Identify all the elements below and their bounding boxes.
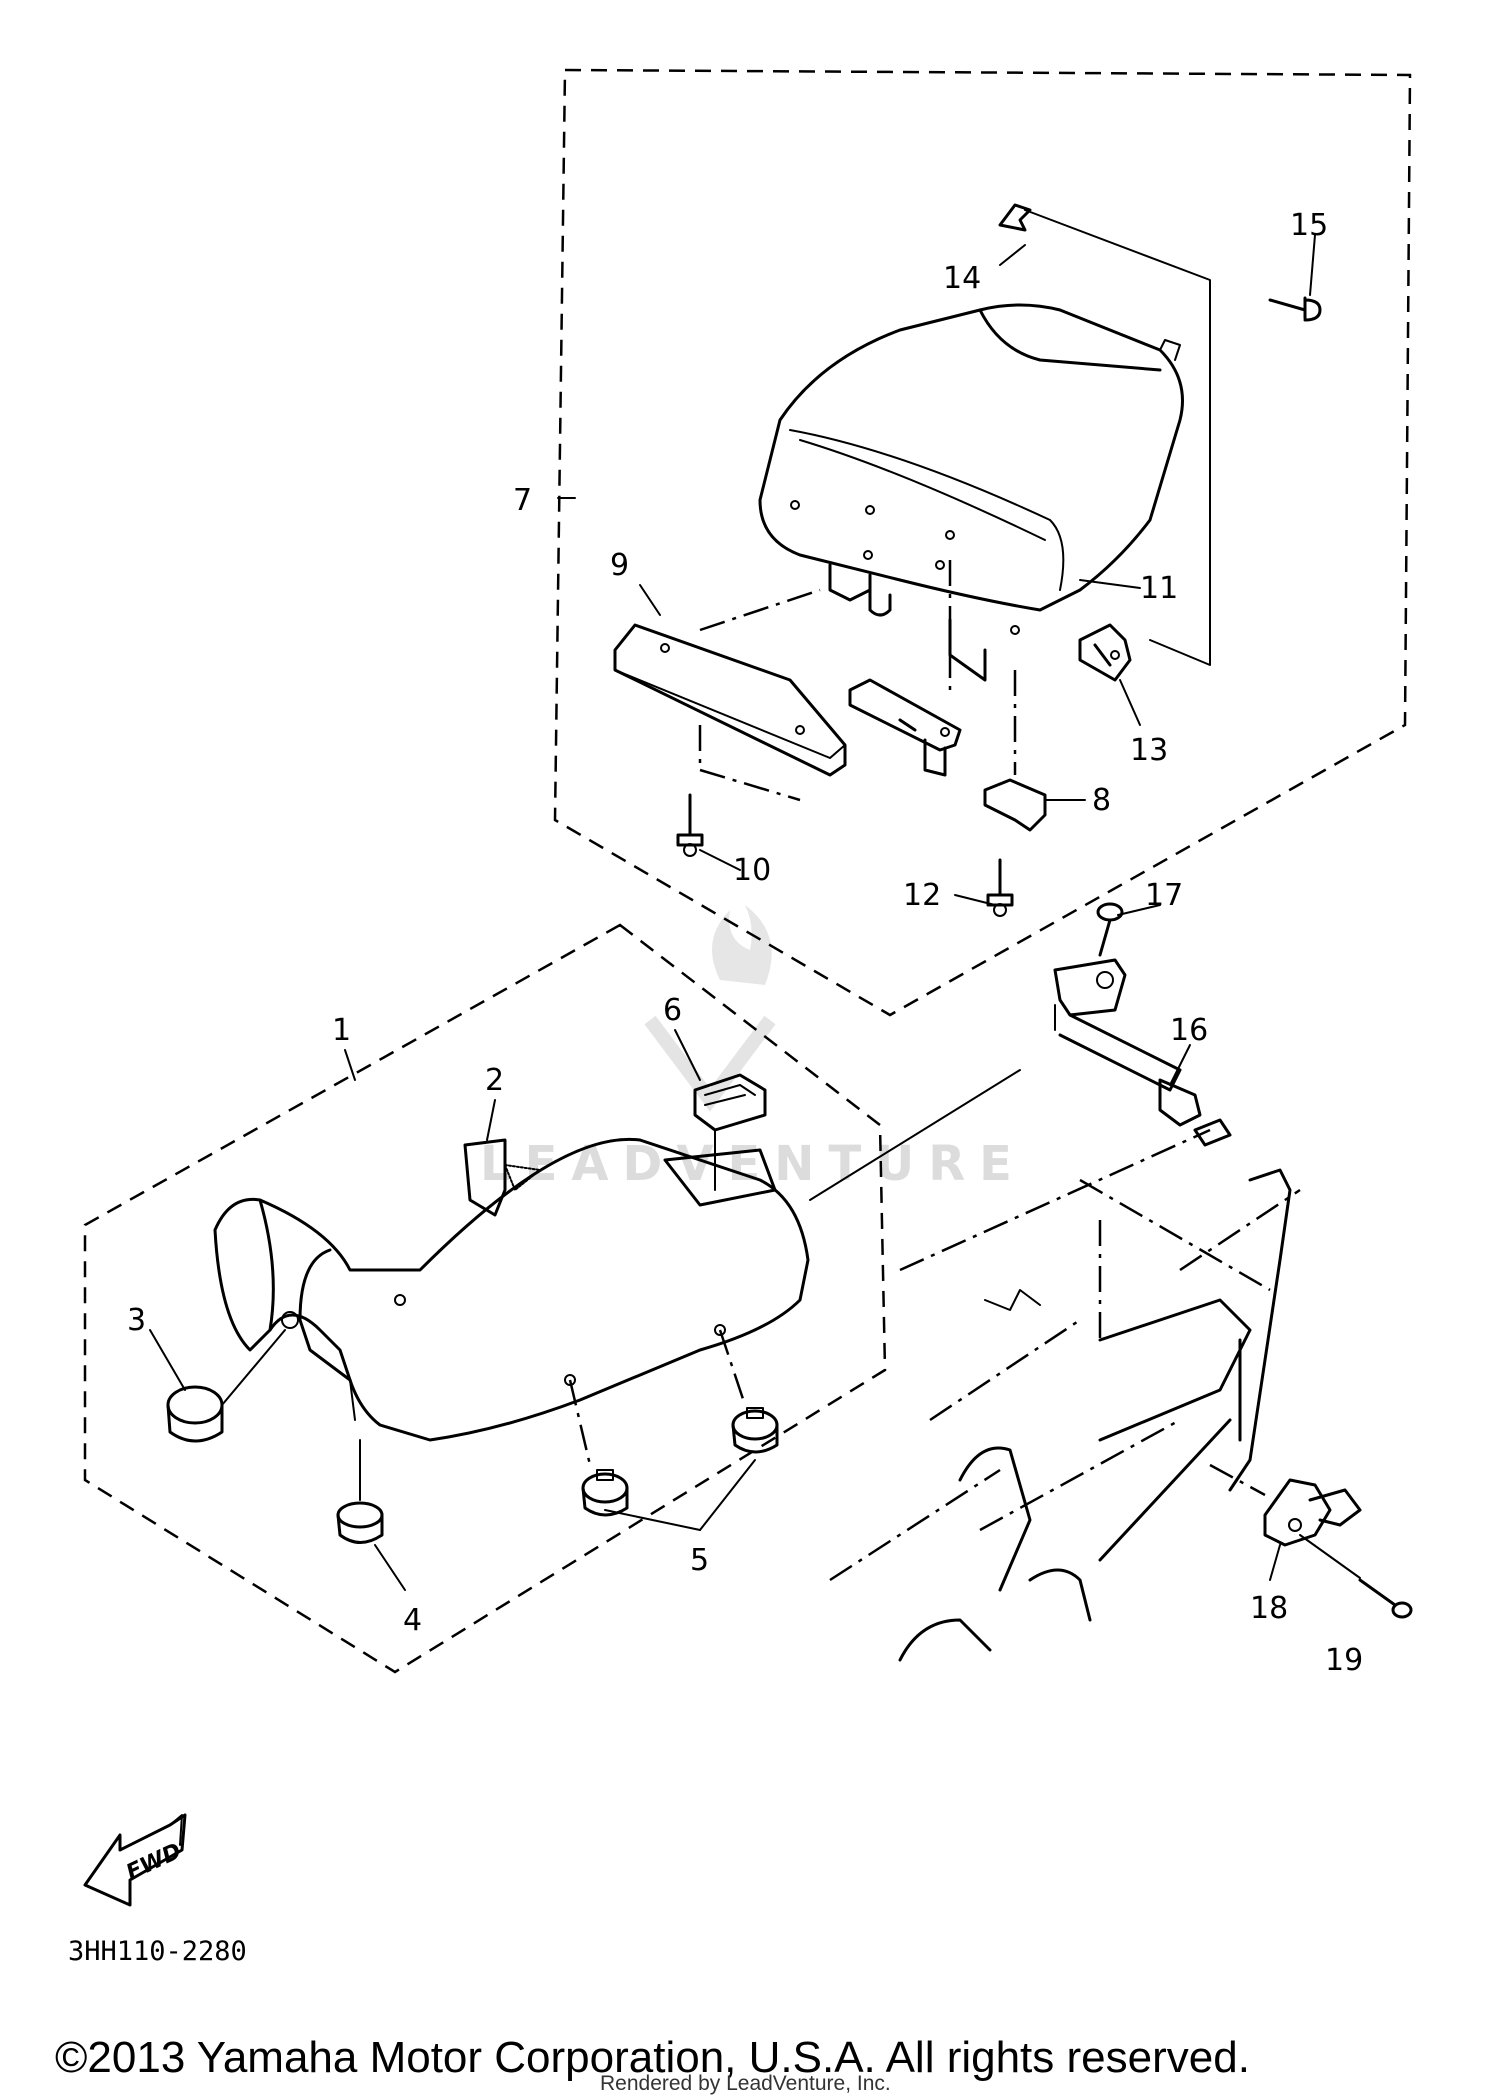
watermark-text: LEADVENTURE	[480, 1136, 1026, 1192]
rear-seat-pillion	[758, 303, 1184, 682]
callout-14: 14	[943, 261, 981, 296]
damper-4	[336, 1501, 384, 1544]
callout-6: 6	[663, 993, 682, 1028]
damper-5a	[581, 1469, 629, 1517]
callout-13: 13	[1130, 733, 1168, 768]
callout-leaders	[149, 234, 1316, 1591]
bolt-12	[986, 858, 1014, 917]
damper-3	[166, 1385, 224, 1443]
rail-align-line	[699, 588, 821, 632]
callout-7: 7	[513, 483, 532, 518]
clip	[998, 203, 1032, 232]
front-seat-group-outline	[83, 923, 887, 1674]
callout-18: 18	[1250, 1591, 1288, 1626]
damper-5b	[731, 1407, 779, 1454]
callout-15: 15	[1290, 208, 1328, 243]
callout-9: 9	[610, 548, 629, 583]
align-18	[1209, 1463, 1266, 1497]
callout-10: 10	[733, 853, 771, 888]
copyright-text: ©2013 Yamaha Motor Corporation, U.S.A. A…	[55, 2033, 1250, 2082]
front-seat	[213, 1137, 810, 1442]
callout-numbers: 1 2 3 4 5 6 7 8 9 10 11 12 13 14 15 16 1…	[127, 208, 1363, 1678]
callout-3: 3	[127, 1303, 146, 1338]
mount-plate	[848, 678, 962, 777]
callout-5: 5	[690, 1543, 709, 1578]
callout-17: 17	[1145, 878, 1183, 913]
bolt-10	[676, 793, 704, 857]
seat-lock-16	[1053, 958, 1232, 1147]
bolt-17	[1096, 902, 1124, 957]
align-2	[699, 768, 801, 802]
leadventure-watermark: LEADVENTURE	[480, 905, 1026, 1192]
frame	[829, 1128, 1301, 1662]
callout-8: 8	[1092, 783, 1111, 818]
bolt-15	[1268, 296, 1322, 322]
callout-11: 11	[1140, 571, 1178, 606]
fwd-arrow-icon: FWD	[83, 1813, 187, 1907]
rear-seat-group-outline	[553, 68, 1412, 1017]
key-lock-18	[1263, 1478, 1362, 1547]
leader-19	[1299, 1534, 1361, 1579]
seat-hook-bracket	[663, 1148, 777, 1207]
screw-19	[1358, 1578, 1413, 1619]
callout-12: 12	[903, 878, 941, 913]
grommet-6	[693, 1073, 767, 1132]
seat-tab	[463, 1138, 507, 1217]
leader-lock-cable	[809, 1069, 1021, 1201]
callout-19: 19	[1325, 1643, 1363, 1678]
align-5a	[568, 1379, 592, 1466]
align-5b	[718, 1329, 747, 1406]
callout-1: 1	[332, 1013, 351, 1048]
rear-bracket	[1078, 623, 1132, 682]
seat-rail	[613, 623, 847, 777]
leader-3	[221, 1329, 286, 1406]
callout-4: 4	[403, 1603, 422, 1638]
fwd-label: FWD	[123, 1839, 186, 1886]
rendered-by-text: Rendered by LeadVenture, Inc.	[600, 2072, 891, 2095]
diagram-code: 3HH110-2280	[68, 1936, 247, 1967]
callout-2: 2	[485, 1063, 504, 1098]
group-bracket-13-15	[1024, 209, 1211, 666]
callout-16: 16	[1170, 1013, 1208, 1048]
bracket-8	[983, 778, 1047, 832]
